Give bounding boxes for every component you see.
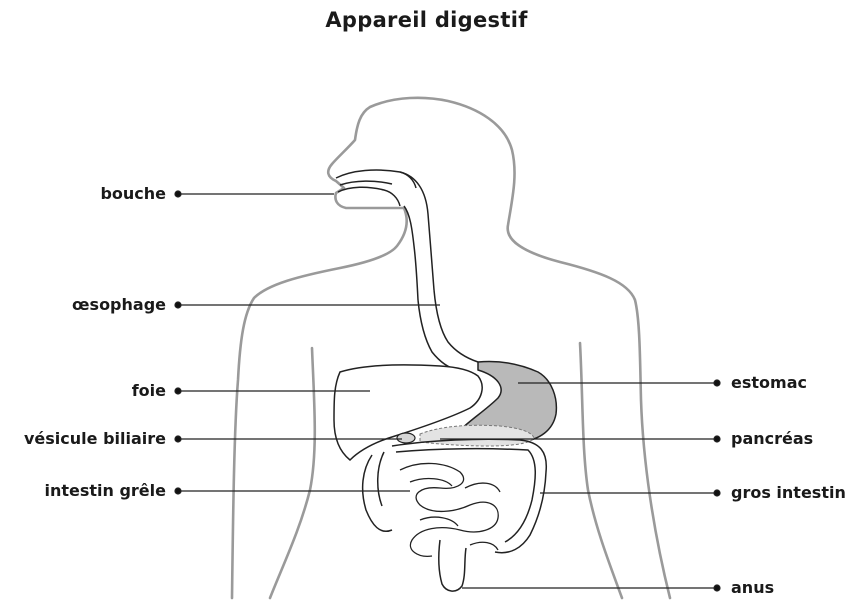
- label-foie: foie: [132, 381, 166, 401]
- leader-dot-oesophage: [175, 302, 181, 308]
- large-intestine-outer: [363, 439, 547, 552]
- leader-dot-gros-intestin: [714, 490, 720, 496]
- liver: [334, 365, 482, 460]
- large-intestine-inner: [378, 449, 536, 542]
- left-arm-inner: [270, 348, 315, 598]
- tongue: [338, 187, 400, 206]
- leader-dot-foie: [175, 388, 181, 394]
- palate: [340, 181, 392, 185]
- label-gros-intestin: gros intestin: [731, 483, 846, 503]
- label-pancreas: pancréas: [731, 429, 813, 449]
- label-anus: anus: [731, 578, 774, 598]
- label-bouche: bouche: [100, 184, 166, 204]
- gallbladder: [397, 433, 415, 443]
- leader-dot-intestin-grele: [175, 488, 181, 494]
- right-arm-inner: [580, 343, 622, 598]
- leader-dot-vesicule: [175, 436, 181, 442]
- pancreas: [420, 425, 534, 446]
- esophagus-left: [418, 300, 458, 370]
- body-outline: [232, 98, 670, 598]
- label-oesophage: œsophage: [72, 295, 166, 315]
- leader-dot-bouche: [175, 191, 181, 197]
- esophagus-right: [434, 290, 478, 362]
- rectum: [439, 540, 466, 591]
- leader-dot-anus: [714, 585, 720, 591]
- label-intestin-grele: intestin grêle: [44, 481, 166, 501]
- label-estomac: estomac: [731, 373, 807, 393]
- leader-dot-pancreas: [714, 436, 720, 442]
- label-vesicule-biliaire: vésicule biliaire: [24, 429, 166, 449]
- leader-dot-estomac: [714, 380, 720, 386]
